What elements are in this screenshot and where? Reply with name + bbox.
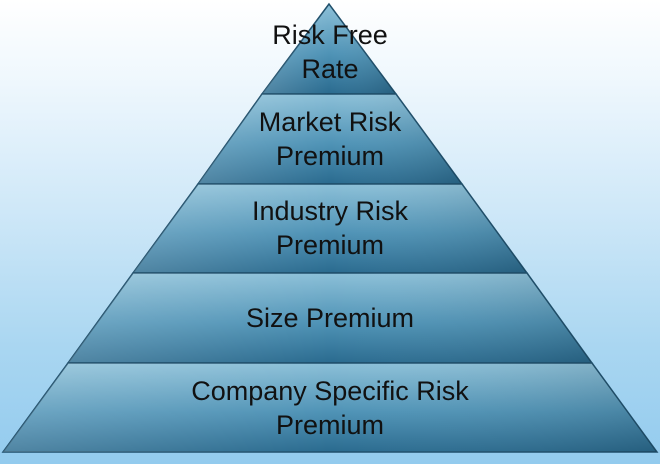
tier-3-shape — [131, 183, 529, 274]
tier-5-shape — [1, 362, 659, 453]
tier-2-shape — [196, 93, 464, 185]
tier-4-shape — [66, 272, 594, 364]
tier-1-shape — [260, 2, 398, 95]
